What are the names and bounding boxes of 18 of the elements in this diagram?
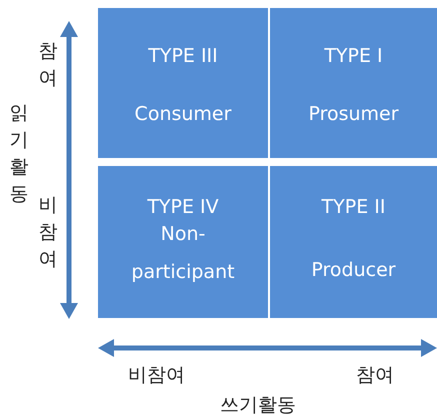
quadrant-box [270,8,437,158]
axis-label: 비참여 [38,193,58,272]
axis-label: 참여 [38,39,58,91]
role-label: Consumer [134,102,232,126]
quadrant-box [270,166,437,318]
type-label: TYPE I [323,44,384,68]
type-label: TYPE IV [146,195,220,219]
axis-title: 쓰기활동 [220,394,296,416]
axis-label: 비참여 [128,364,185,386]
axis-title: 읽기활동 [8,101,30,207]
role-label: Non- participant [130,222,236,285]
type-label: TYPE III [147,44,219,68]
quadrant-box [98,8,268,158]
role-label: Prosumer [307,102,400,126]
role-label: Producer [310,258,397,282]
axis-label: 참여 [356,364,394,386]
quadrant-box [98,166,268,318]
type-label: TYPE II [320,195,386,219]
